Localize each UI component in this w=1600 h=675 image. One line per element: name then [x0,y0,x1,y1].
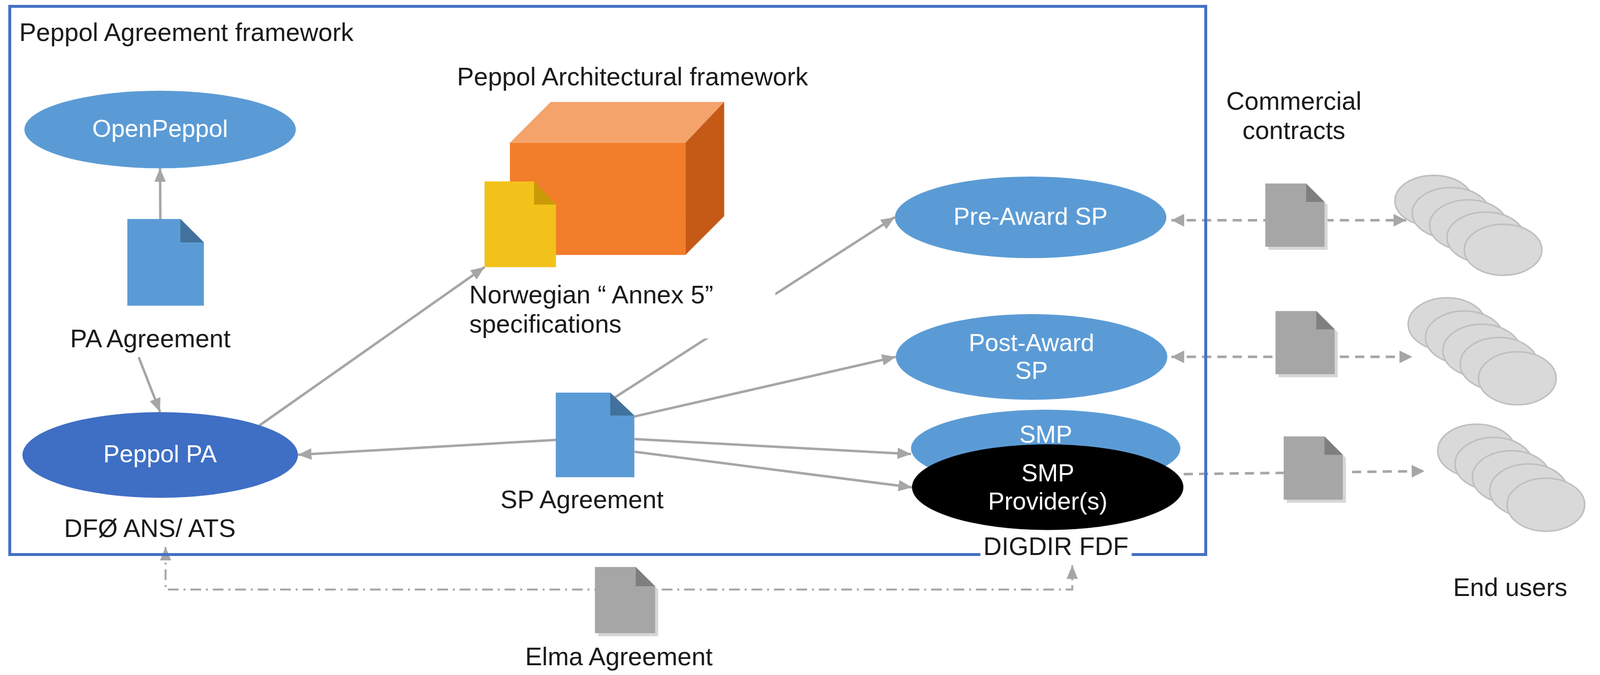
connector-arrow [634,439,912,455]
node-label: Peppol PA [103,441,218,470]
end-user-cluster [1408,297,1557,406]
end-user-cluster [1437,424,1585,532]
authority-ellipse: Peppol PADFØ ANS/ ATS [22,412,299,499]
elma-doc [594,567,659,637]
ellipse-shape [894,176,1167,259]
org-ellipse: OpenPeppol [24,90,296,169]
node-label: SP Agreement [497,485,667,515]
ellipse-shape [911,444,1184,531]
agreement-doc-outline [555,392,635,478]
connector-arrow [259,267,485,426]
node-label: Norwegian “ Annex 5” specifications [469,280,776,340]
agreement-doc: PA Agreement [127,219,204,306]
connector-arrow [628,357,896,419]
agreement-doc-outline [127,219,204,306]
connector-arrow [634,451,912,488]
node-label: Peppol Architectural framework [456,62,809,92]
node-sublabel: DIGDIR FDF [980,532,1132,562]
connector-arrow [138,357,161,413]
doc-fold [534,181,557,205]
ellipse-shape [24,90,296,169]
node-label: SMP Provider(s) [971,459,1125,516]
contracts-label: Commercial contracts [1196,86,1391,146]
contract-doc [1283,436,1347,504]
end-user-cluster [1395,175,1542,276]
doc-shape [484,181,556,268]
cube-side [685,101,725,256]
doc-fold [610,392,635,416]
agreement-doc: SP Agreement [555,392,635,478]
node-sublabel: DFØ ANS/ ATS [60,514,239,544]
edge-label: Elma Agreement [522,642,716,672]
framework-frame: Peppol Agreement frameworkOpenPeppol PA A… [8,4,1208,556]
connector-arrow [297,440,556,455]
node-label: Post-Award SP [954,328,1109,385]
ellipse-shape [22,412,299,499]
smp-provider-ellipse: SMP Provider(s)DIGDIR FDF [911,444,1184,531]
provider-ellipse: Post-Award SP [895,314,1168,401]
contract-doc [1275,311,1338,378]
doc-shape [127,219,204,306]
spec-doc: Norwegian “ Annex 5” specifications [484,181,556,268]
node-label: PA Agreement [67,324,234,354]
end-users-label: End users [1453,573,1568,603]
node-label: Pre-Award SP [953,202,1108,232]
doc-fold [180,219,204,243]
doc-shape [555,392,635,478]
contract-doc [1265,183,1328,250]
node-label: Peppol Agreement framework [19,18,354,48]
node-label: OpenPeppol [92,115,228,144]
spec-doc-outline [484,181,556,268]
ellipse-shape [895,314,1168,401]
connector-arrow [159,168,163,220]
provider-ellipse: Pre-Award SP [894,176,1167,259]
